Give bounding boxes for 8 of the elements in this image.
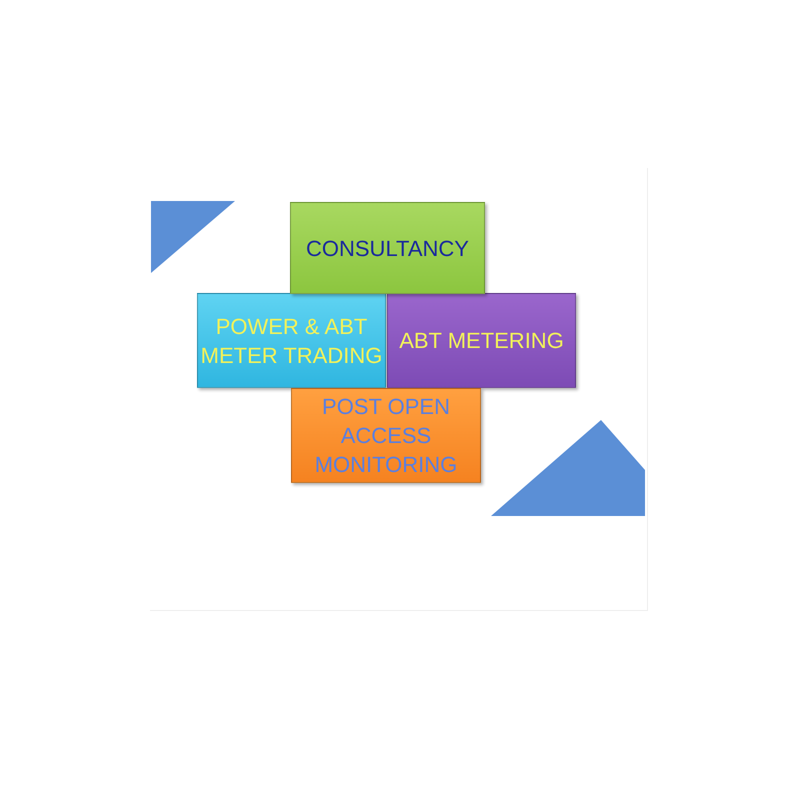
service-label: POWER & ABT METER TRADING bbox=[200, 312, 384, 370]
service-box bbox=[291, 388, 481, 483]
service-label: CONSULTANCY bbox=[306, 234, 469, 262]
service-label: ABT METERING bbox=[399, 327, 564, 355]
service-label: POST OPEN ACCESS MONITORING bbox=[314, 393, 458, 479]
service-box bbox=[290, 202, 485, 294]
service-box bbox=[197, 293, 386, 388]
service-box bbox=[387, 293, 576, 388]
